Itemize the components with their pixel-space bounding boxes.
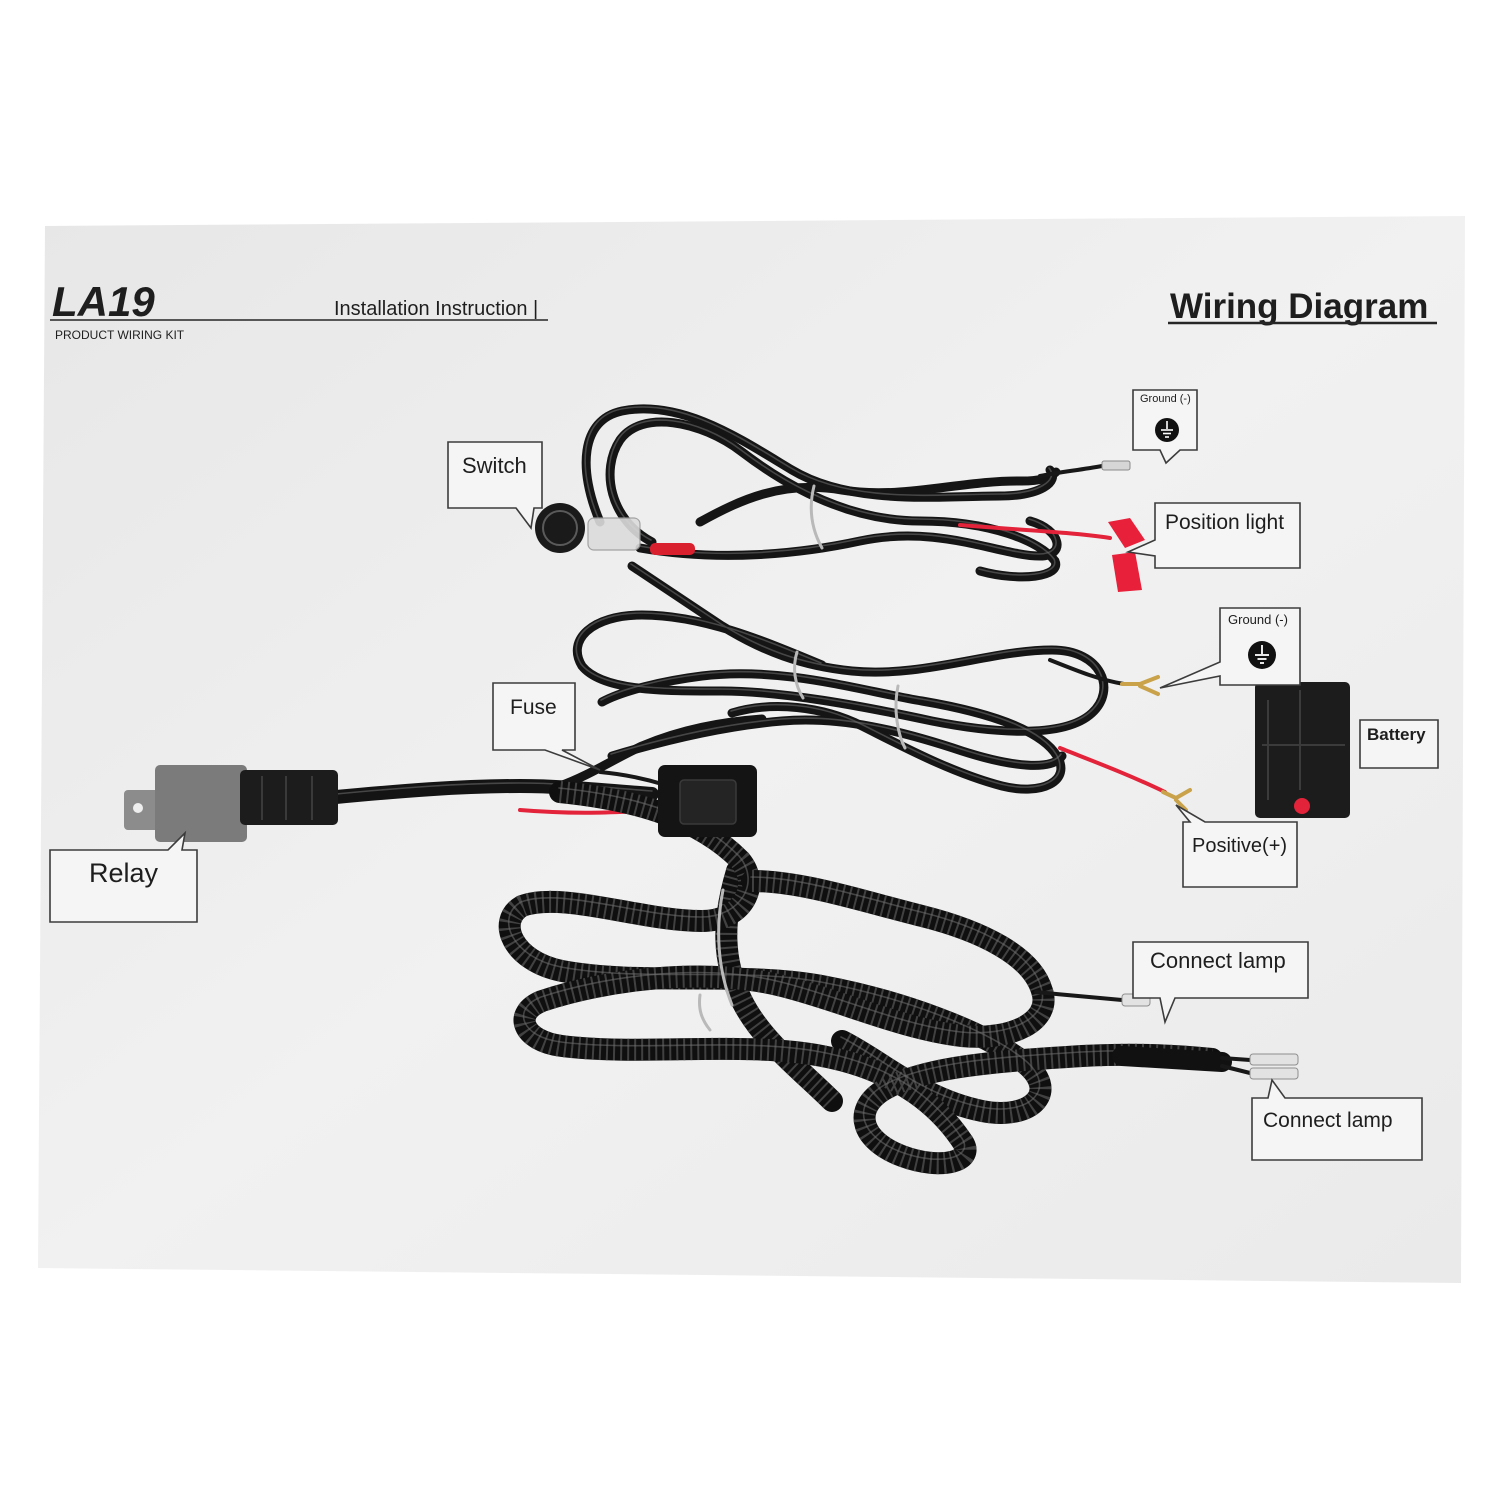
fuse-holder (658, 765, 757, 837)
battery-body (1255, 682, 1350, 818)
lamp-lead-wire (1220, 1064, 1252, 1075)
lamp-lead-wire (1220, 1056, 1252, 1062)
callout-battery: Battery (1359, 719, 1439, 769)
callout-label: Connect lamp (1150, 948, 1286, 973)
callout-label: Position light (1165, 511, 1284, 534)
installation-instruction-label: Installation Instruction | (334, 298, 538, 320)
relay-mounting-hole (133, 803, 143, 813)
callout-box (1175, 804, 1298, 888)
battery (1255, 682, 1350, 818)
callout-box (1359, 719, 1439, 769)
ground-icon (1248, 641, 1276, 669)
cable-tie (894, 684, 907, 750)
lamp-lead-wire (1034, 990, 1124, 1002)
cable-tie (698, 993, 712, 1032)
taped-lamp-lead (1112, 1046, 1232, 1072)
ground-wire (1038, 464, 1104, 478)
callout-box (49, 830, 198, 923)
ground-fork-terminal (1120, 675, 1160, 696)
callout-box (447, 441, 543, 531)
position-light-connector (1108, 518, 1145, 548)
positive-fork-terminal (1161, 788, 1192, 812)
relay (124, 765, 338, 842)
callout-ground-upper: Ground (-) (1132, 389, 1198, 465)
callout-positive: Positive(+) (1175, 804, 1298, 888)
cable-tie (793, 650, 805, 700)
sheet-header: LA19 PRODUCT WIRING KIT Installation Ins… (50, 278, 1437, 342)
ground-icon (1155, 418, 1179, 442)
switch-harness (535, 407, 1145, 592)
lamp-pin-terminal (1249, 1067, 1299, 1080)
callout-label: Relay (89, 858, 159, 888)
cable-tie (717, 888, 734, 1007)
callout-label: Connect lamp (1263, 1109, 1393, 1132)
instruction-sheet (38, 216, 1465, 1283)
callout-label: Battery (1367, 725, 1426, 744)
fuse-feed-wire (598, 770, 664, 786)
coiled-loom (509, 788, 1299, 1163)
battery-positive-terminal (1294, 798, 1310, 814)
position-light-connector (1112, 552, 1142, 592)
callout-switch: Switch (447, 441, 543, 531)
model-number: LA19 (52, 278, 155, 325)
product-subtitle: PRODUCT WIRING KIT (55, 328, 185, 342)
callout-fuse: Fuse (492, 682, 601, 771)
callout-ground-lower: Ground (-) (1159, 607, 1301, 689)
callout-label: Switch (462, 453, 527, 478)
fuse-holder-cap (679, 779, 737, 825)
cable-tie (809, 484, 824, 550)
callout-label: Ground (-) (1228, 612, 1288, 627)
callout-box (1125, 502, 1301, 569)
position-light-red-wire (958, 523, 1112, 540)
switch-plug (587, 517, 641, 551)
callout-label: Positive(+) (1192, 835, 1287, 857)
callout-box (1132, 941, 1309, 1025)
callout-label: Fuse (510, 696, 557, 719)
callout-label: Ground (-) (1140, 393, 1191, 405)
ground-wire (1048, 658, 1126, 686)
positive-red-wire (1058, 746, 1167, 794)
relay-body (155, 765, 247, 842)
switch-bezel (542, 510, 578, 546)
red-sleeve (650, 543, 695, 555)
callout-relay: Relay (49, 830, 198, 923)
callout-box (1251, 1078, 1423, 1161)
callout-connect-lamp-upper: Connect lamp (1132, 941, 1309, 1025)
callout-connect-lamp-lower: Connect lamp (1251, 1078, 1423, 1161)
callout-box (492, 682, 601, 771)
callout-position-light: Position light (1125, 502, 1301, 569)
page-title: Wiring Diagram (1170, 287, 1428, 326)
battery-harness (560, 564, 1192, 812)
relay-connector (240, 770, 338, 825)
lamp-pin-terminal (1249, 1053, 1299, 1066)
ground-pin-terminal (1101, 460, 1131, 471)
